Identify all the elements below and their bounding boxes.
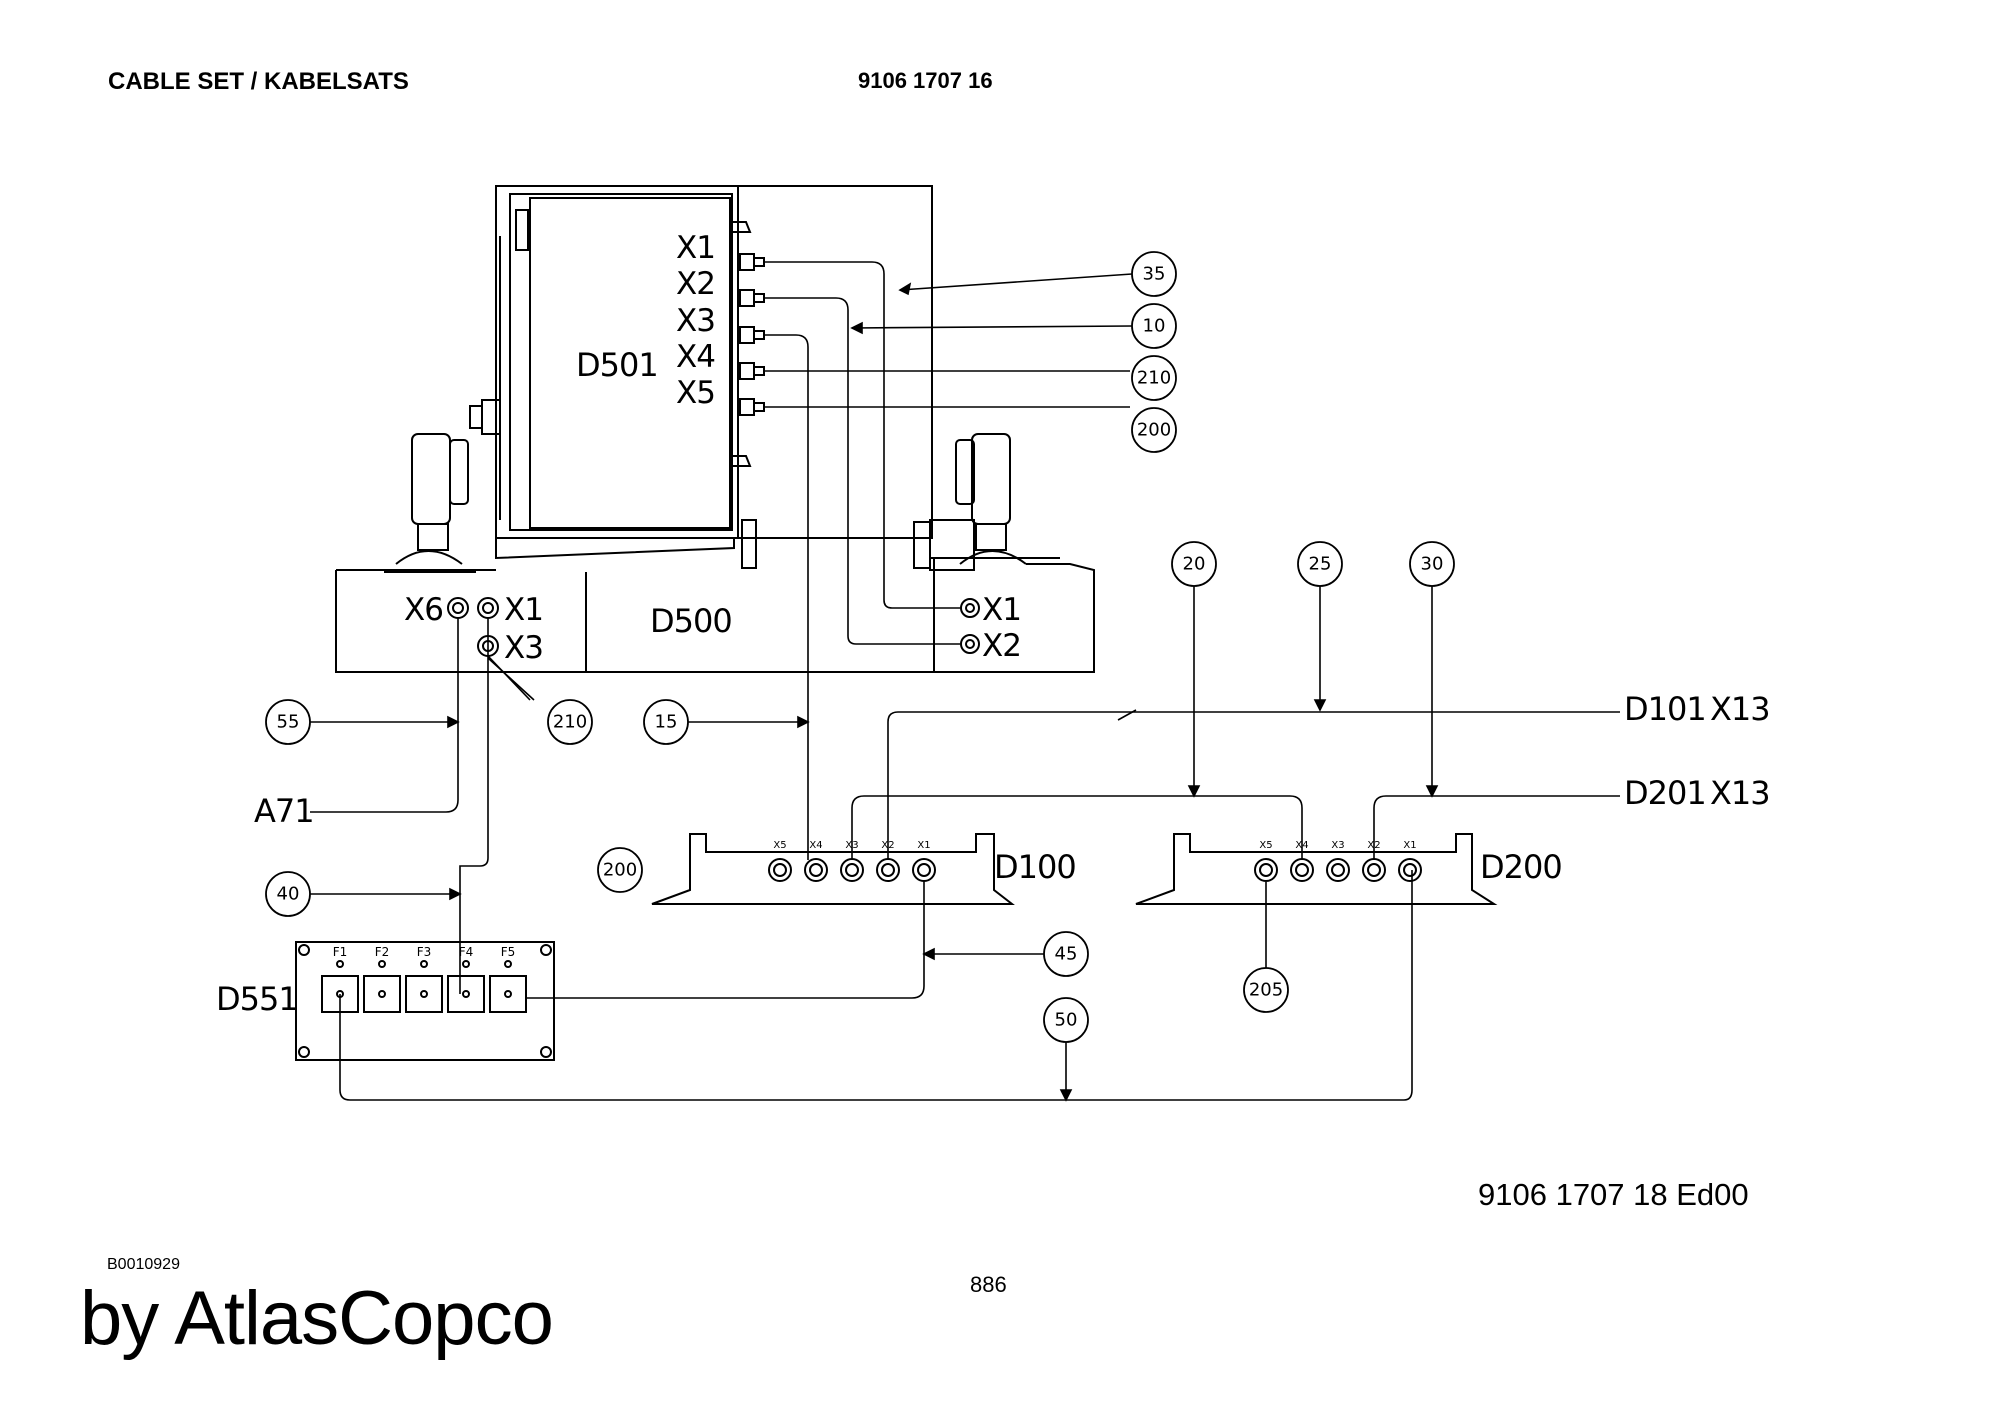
d501-cabinet	[469, 185, 1060, 569]
callout-200-top: 200	[1137, 420, 1171, 441]
callout-30: 30	[1421, 554, 1444, 575]
callout-25: 25	[1309, 554, 1332, 575]
d200-label: D200	[1480, 848, 1562, 886]
callout-bubbles	[265, 251, 1455, 1043]
d100-pin-x3: X3	[845, 840, 858, 851]
d100-pin-x2: X2	[881, 840, 894, 851]
callout-20: 20	[1183, 554, 1206, 575]
right-joystick	[913, 433, 1027, 571]
d100-pin-x1: X1	[917, 840, 930, 851]
d100-unit	[651, 833, 1015, 905]
d551-fusebox	[295, 941, 555, 1061]
d200-pin-x4: X4	[1295, 840, 1308, 851]
d500-right-port-x1: X1	[982, 592, 1021, 628]
page-number: 886	[970, 1272, 1007, 1297]
d501-port-x1: X1	[676, 230, 715, 266]
d100-pin-x5: X5	[773, 840, 786, 851]
d500-right-port-x2: X2	[982, 628, 1021, 664]
page-title: CABLE SET / KABELSATS	[108, 68, 409, 95]
document-number: 9106 1707 16	[858, 68, 993, 93]
fuse-f1-label: F1	[333, 945, 348, 959]
figure-code: B0010929	[107, 1256, 180, 1273]
fuse-f4-label: F4	[459, 945, 474, 959]
fuse-f3-label: F3	[417, 945, 432, 959]
callout-210-mid: 210	[553, 712, 587, 733]
brand-logo: by AtlasCopco	[80, 1276, 554, 1361]
d501-port-x2: X2	[676, 266, 715, 302]
d551-label: D551	[216, 980, 298, 1018]
callout-50: 50	[1055, 1010, 1078, 1031]
callout-40: 40	[277, 884, 300, 905]
left-joystick	[384, 433, 476, 573]
d501-port-x3: X3	[676, 303, 715, 339]
d201-label: D201	[1624, 774, 1706, 812]
d200-pin-x5: X5	[1259, 840, 1272, 851]
d201-x13-label: X13	[1710, 774, 1770, 812]
d200-unit	[1135, 833, 1498, 905]
d500-label: D500	[650, 602, 732, 640]
d501-label: D501	[576, 346, 658, 384]
drawing-reference: 9106 1707 18 Ed00	[1478, 1177, 1749, 1212]
d101-label: D101	[1624, 690, 1706, 728]
d501-port-x5: X5	[676, 375, 715, 411]
d500-console	[335, 558, 1095, 673]
d200-pin-x1: X1	[1403, 840, 1416, 851]
d200-pin-x2: X2	[1367, 840, 1380, 851]
d101-x13-label: X13	[1710, 690, 1770, 728]
d100-pin-x4: X4	[809, 840, 822, 851]
callout-205: 205	[1249, 980, 1283, 1001]
fuse-f5-label: F5	[501, 945, 516, 959]
cable-routes	[310, 261, 1620, 1101]
d500-port-x1: X1	[504, 592, 543, 628]
d500-port-x6: X6	[404, 592, 443, 628]
fuse-f2-label: F2	[375, 945, 390, 959]
d200-pin-x3: X3	[1331, 840, 1344, 851]
callout-55: 55	[277, 712, 300, 733]
callout-210-top: 210	[1137, 368, 1171, 389]
a71-label: A71	[254, 792, 314, 830]
callout-10: 10	[1143, 316, 1166, 337]
callout-leaders	[308, 273, 1439, 1102]
callout-200-mid: 200	[603, 860, 637, 881]
d501-port-x4: X4	[676, 339, 715, 375]
callout-45: 45	[1055, 944, 1078, 965]
callout-15: 15	[655, 712, 678, 733]
d500-port-x3: X3	[504, 630, 543, 666]
callout-35: 35	[1143, 264, 1166, 285]
d100-label: D100	[994, 848, 1076, 886]
